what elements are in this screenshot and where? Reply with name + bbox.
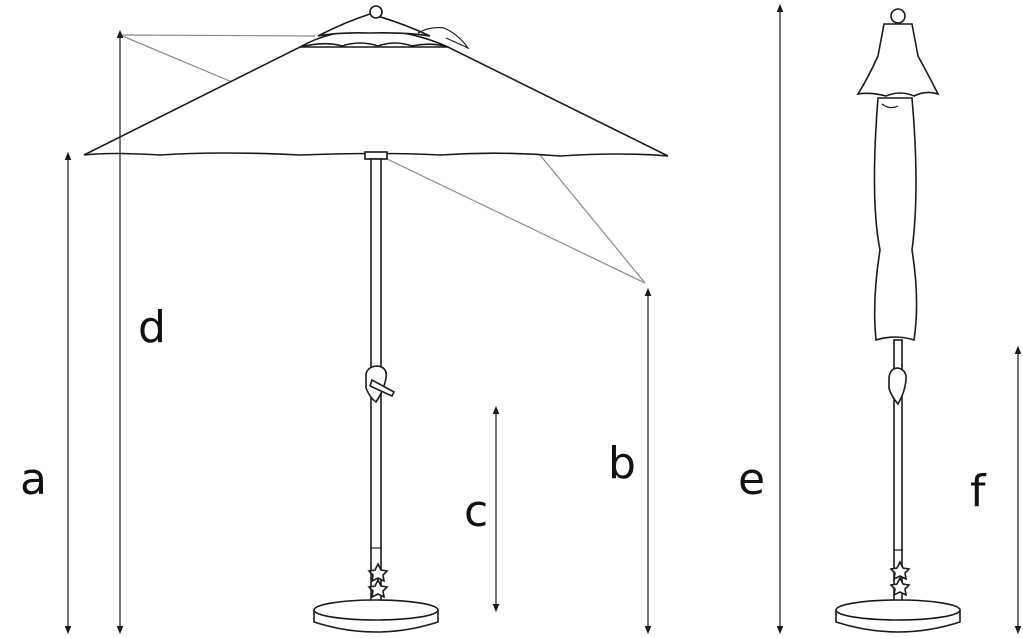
closed-lock-knob-icon-2 <box>889 576 911 597</box>
label-c: c <box>464 486 488 537</box>
lock-knob-icon <box>367 562 389 583</box>
canopy-vent <box>317 13 431 37</box>
closed-lock-knob-icon <box>889 560 911 581</box>
label-f: f <box>970 466 987 517</box>
closed-crank <box>888 367 907 406</box>
lock-knob-icon-2 <box>367 578 389 599</box>
tilt-outline <box>119 34 646 284</box>
open-umbrella <box>83 5 669 633</box>
crank-handle <box>365 365 396 404</box>
hub <box>364 151 388 160</box>
closed-top-vent <box>856 23 940 97</box>
label-d: d <box>138 302 166 353</box>
fabric-fold <box>417 26 470 50</box>
closed-base <box>835 599 961 633</box>
label-e: e <box>738 454 765 505</box>
closed-canopy <box>873 97 918 342</box>
label-b: b <box>608 438 636 489</box>
closed-finial <box>890 8 906 24</box>
closed-umbrella <box>835 8 961 633</box>
open-base <box>313 599 439 633</box>
label-a: a <box>20 454 47 505</box>
open-canopy <box>83 46 669 157</box>
finial <box>369 5 383 19</box>
